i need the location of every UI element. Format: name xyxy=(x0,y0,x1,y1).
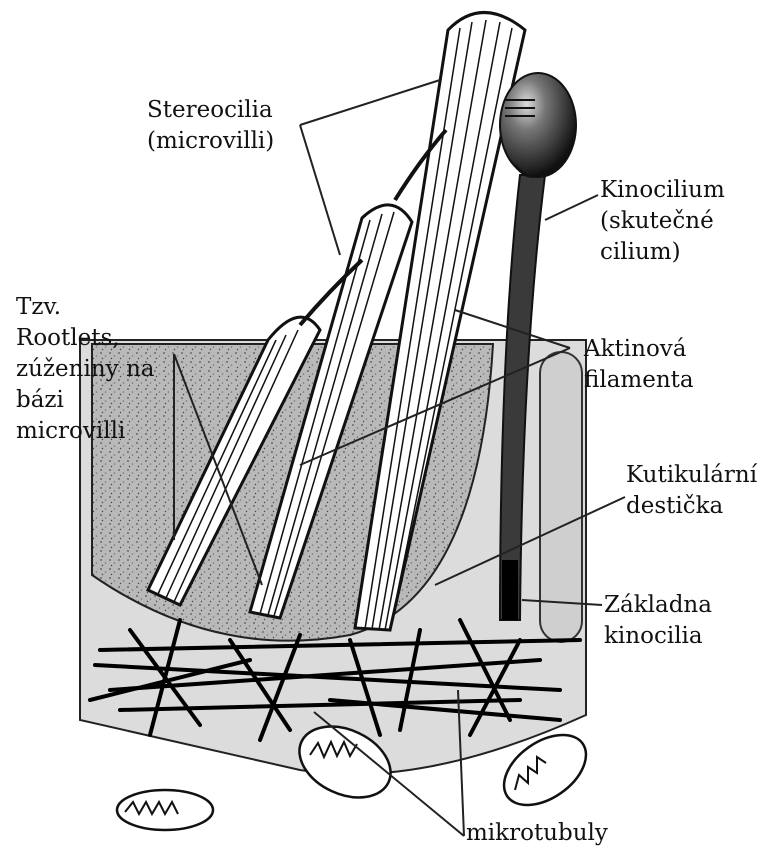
label-stereocilia: Stereocilia(microvilli) xyxy=(147,95,274,157)
vesicle xyxy=(540,352,582,642)
label-mikrotubuly: mikrotubuly xyxy=(466,818,608,849)
